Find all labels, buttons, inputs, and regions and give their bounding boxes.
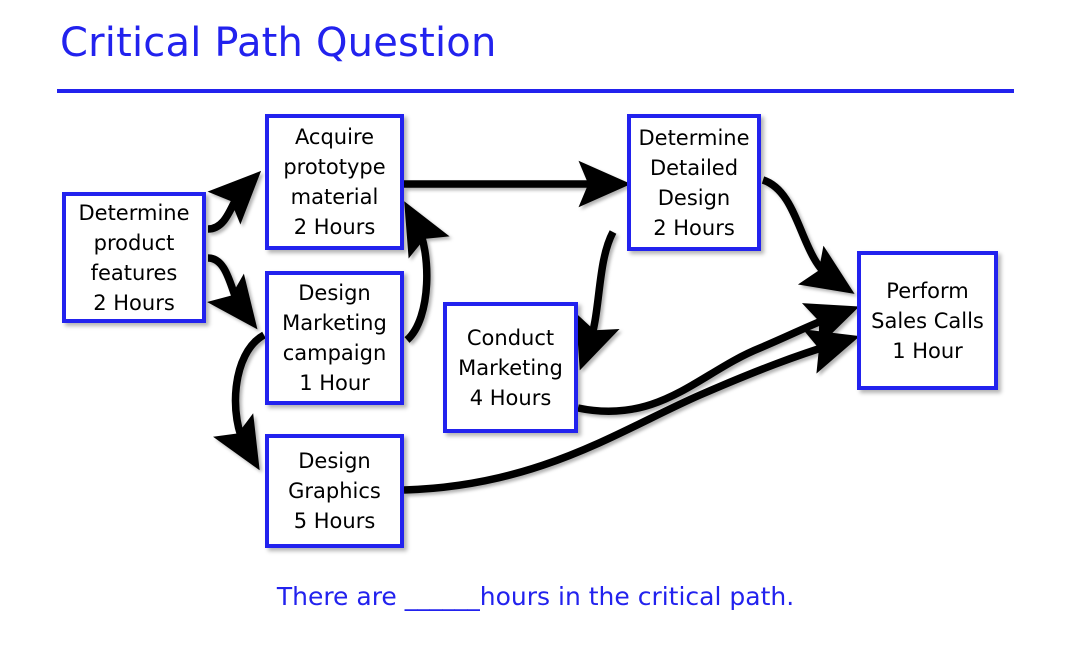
edge-determine-product-features-to-design-marketing-campaign (207, 254, 258, 330)
node-line: Design (298, 449, 371, 473)
edge-determine-detailed-design-to-conduct-marketing (575, 230, 620, 371)
node-line: Determine (638, 125, 750, 150)
node-line: Determine (78, 200, 190, 225)
node-line: Conduct (466, 325, 555, 350)
node-duration: 1 Hour (892, 338, 963, 363)
node-duration: 4 Hours (469, 385, 552, 410)
question-caption: There are ______hours in the critical pa… (276, 582, 795, 611)
edge-conduct-marketing-to-perform-sales-calls (577, 303, 860, 416)
node-line: Acquire (294, 125, 375, 149)
node-line: campaign (282, 341, 387, 365)
title-divider (57, 89, 1014, 93)
node-line: Marketing (458, 355, 563, 380)
node-line: Detailed (649, 155, 739, 180)
node-line: Marketing (282, 311, 387, 335)
page-title: Critical Path Question (60, 20, 497, 66)
node-line: Sales Calls (871, 308, 984, 333)
edge-determine-detailed-design-to-perform-sales-calls (761, 176, 855, 294)
node-line: material (290, 185, 379, 209)
node-perform-sales-calls[interactable]: Perform Sales Calls 1 Hour (857, 251, 998, 390)
node-line: features (90, 260, 178, 285)
node-duration: 2 Hours (653, 215, 735, 240)
node-acquire-prototype-material[interactable]: Acquire prototype material 2 Hours (265, 114, 404, 250)
node-design-graphics[interactable]: Design Graphics 5 Hours (265, 434, 404, 548)
node-determine-detailed-design[interactable]: Determine Detailed Design 2 Hours (627, 114, 761, 251)
node-line: Design (657, 185, 731, 210)
node-determine-product-features[interactable]: Determine product features 2 Hours (62, 192, 206, 323)
node-duration: 5 Hours (293, 509, 376, 533)
node-line: Graphics (288, 479, 381, 503)
edge-determine-product-features-to-acquire-prototype-material (207, 170, 262, 233)
node-duration: 2 Hours (293, 215, 376, 239)
node-duration: 1 Hour (299, 371, 370, 395)
node-line: Design (298, 281, 371, 305)
edge-design-marketing-campaign-to-acquire-prototype-material (404, 201, 450, 343)
node-line: product (93, 230, 175, 255)
node-conduct-marketing[interactable]: Conduct Marketing 4 Hours (443, 302, 578, 433)
node-duration: 2 Hours (93, 290, 175, 315)
node-design-marketing-campaign[interactable]: Design Marketing campaign 1 Hour (265, 271, 404, 405)
node-line: prototype (283, 155, 386, 179)
node-line: Perform (886, 278, 969, 303)
edge-design-marketing-campaign-to-design-graphics (213, 331, 267, 471)
